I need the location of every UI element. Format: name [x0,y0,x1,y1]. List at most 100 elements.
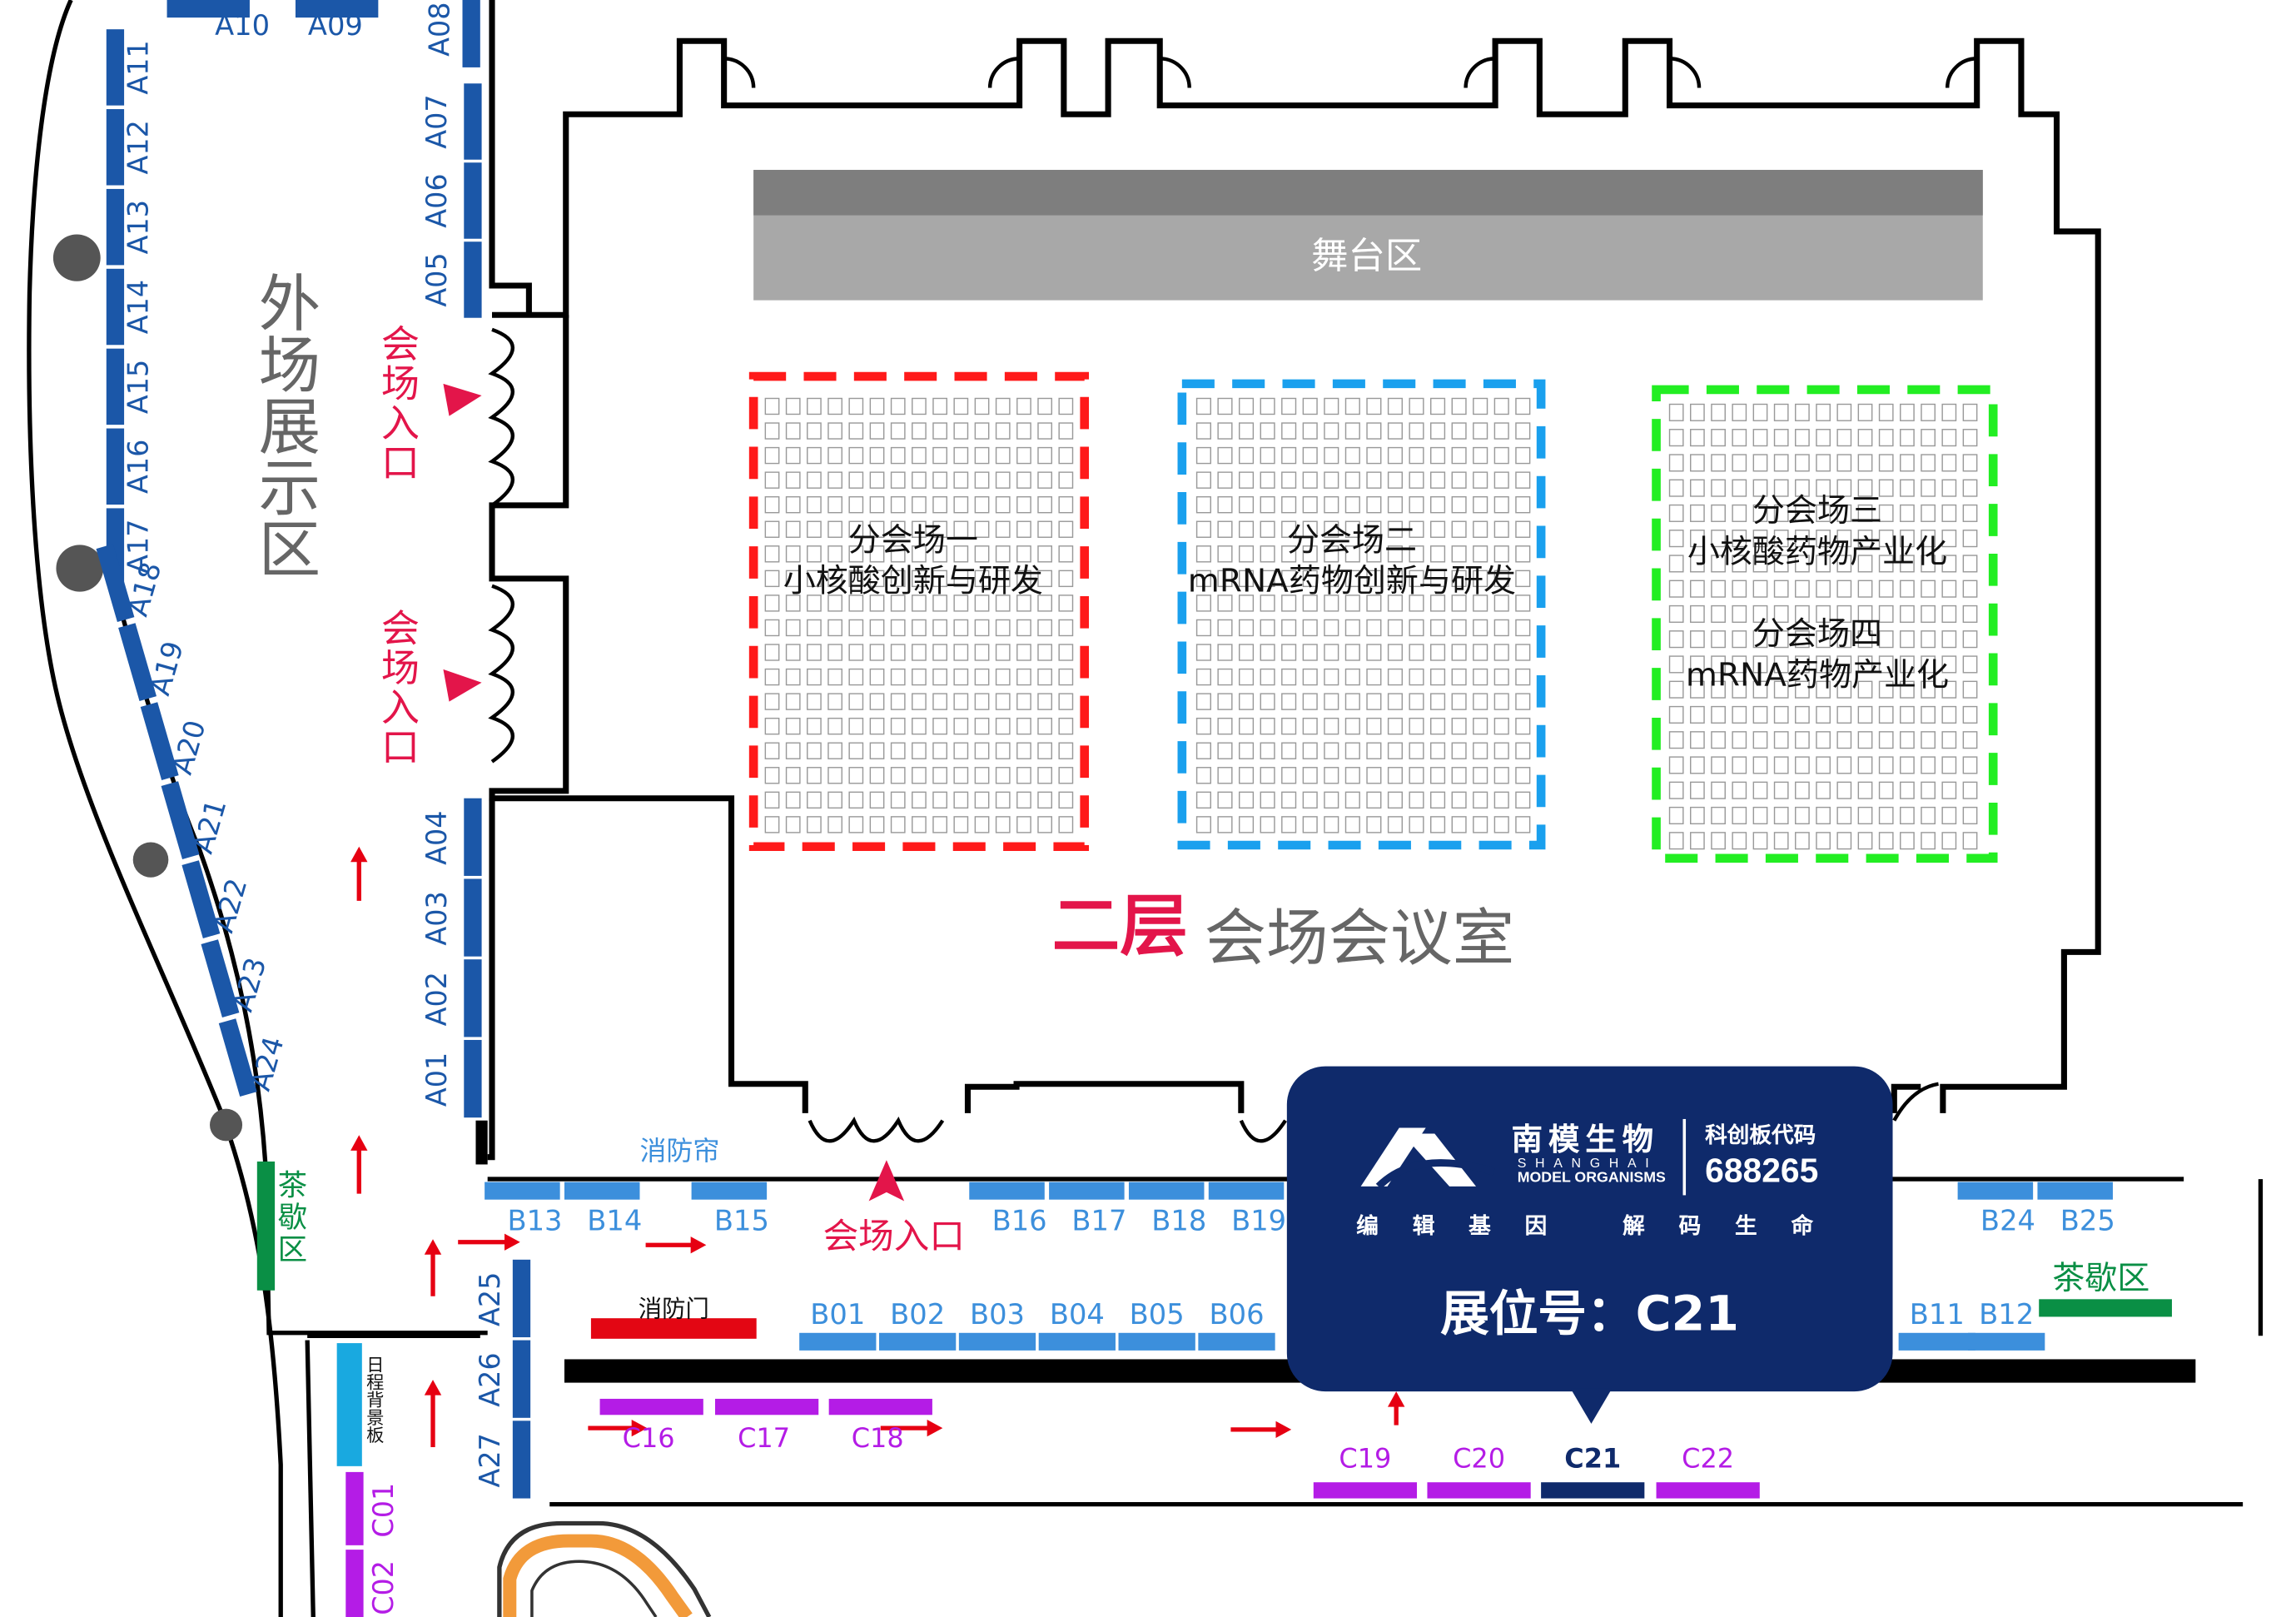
booth-C21[interactable] [1541,1482,1645,1499]
seat [1217,471,1233,489]
seat [1217,816,1233,833]
booth-B19[interactable] [1208,1182,1285,1200]
seat [785,717,801,735]
booth-B01[interactable] [799,1332,877,1351]
booth-label-C21: C21 [1564,1444,1621,1475]
teaLeft-char: 歇 [278,1201,308,1235]
seat [1493,668,1509,686]
booth-A21[interactable] [161,781,200,859]
seat [1302,595,1318,612]
booth-C20[interactable] [1427,1482,1531,1499]
booth-A03[interactable] [464,878,482,957]
booth-B11[interactable] [1898,1332,1975,1351]
booth-A01[interactable] [464,1039,482,1118]
seat [1941,630,1957,649]
booth-number: 展位号：C21 [1440,1284,1740,1342]
booth-B25[interactable] [2037,1182,2113,1200]
booth-A07[interactable] [464,83,482,160]
seat [1878,605,1894,623]
booth-C17[interactable] [715,1398,819,1415]
seat [785,495,801,514]
seat [890,644,906,661]
booth-A11[interactable] [106,29,125,106]
booth-B05[interactable] [1118,1332,1195,1351]
booth-C22[interactable] [1656,1482,1760,1499]
seat [995,545,1011,563]
booth-A12[interactable] [106,109,125,186]
booth-A22[interactable] [181,860,221,938]
seat [890,791,906,809]
seat [1430,422,1446,440]
seat [1690,454,1705,472]
booth-A09[interactable] [295,0,379,18]
booth-B17[interactable] [1049,1182,1125,1200]
booth-A16[interactable] [106,428,125,505]
seat [1344,545,1360,563]
seat [827,595,842,612]
booth-A27[interactable] [512,1420,531,1499]
booth-A26[interactable] [512,1340,531,1418]
seat [1260,767,1275,784]
booth-A24[interactable] [218,1018,257,1097]
seat [1816,756,1831,774]
seat [1773,680,1789,699]
seat [1732,705,1747,724]
booth-A13[interactable] [106,188,125,266]
booth-C16[interactable] [599,1398,703,1415]
seat [1711,832,1726,850]
booth-B24[interactable] [1957,1182,2034,1200]
seat [1690,580,1705,598]
booth-B12[interactable] [1968,1332,2045,1351]
booth-A23[interactable] [201,939,240,1017]
booth-B15[interactable] [691,1182,768,1200]
booth-B18[interactable] [1128,1182,1205,1200]
seat [807,619,822,637]
booth-C01[interactable] [345,1471,364,1545]
seat [1324,668,1339,686]
seat [785,471,801,489]
seat [1732,580,1747,598]
seat [1668,530,1684,548]
seat [1238,668,1255,686]
booth-A08[interactable] [462,0,480,67]
booth-A25[interactable] [512,1259,531,1338]
seat [1409,545,1424,563]
booth-C19[interactable] [1313,1482,1418,1499]
booth-B14[interactable] [564,1182,640,1200]
seat [1515,471,1531,489]
booth-B13[interactable] [485,1182,560,1200]
seat [807,767,822,784]
booth-C18[interactable] [828,1398,932,1415]
seat [1921,680,1936,699]
booth-B03[interactable] [958,1332,1036,1351]
seat [1037,471,1053,489]
booth-A18[interactable] [96,544,135,622]
seat [1430,693,1446,710]
seat [1238,397,1255,415]
booth-C02[interactable] [345,1550,364,1617]
seat [890,619,906,637]
seat [1344,767,1360,784]
booth-B16[interactable] [969,1182,1045,1200]
booth-A19[interactable] [118,623,157,701]
booth-B02[interactable] [879,1332,957,1351]
subvenue-3-area [1652,385,1998,863]
booth-label-B18: B18 [1151,1205,1206,1237]
booth-A14[interactable] [106,268,125,346]
booth-A20[interactable] [140,702,179,780]
seat [1493,397,1509,415]
seat [1217,520,1233,538]
seat [1324,422,1339,440]
booth-A05[interactable] [464,241,482,318]
booth-B04[interactable] [1038,1332,1116,1351]
seat [932,495,948,514]
booth-A10[interactable] [166,0,250,18]
booth-A06[interactable] [464,162,482,239]
booth-A15[interactable] [106,348,125,425]
booth-A02[interactable] [464,959,482,1037]
booth-B06[interactable] [1198,1332,1275,1351]
booth-A04[interactable] [464,798,482,876]
seat [1195,693,1211,710]
seat [1324,595,1339,612]
